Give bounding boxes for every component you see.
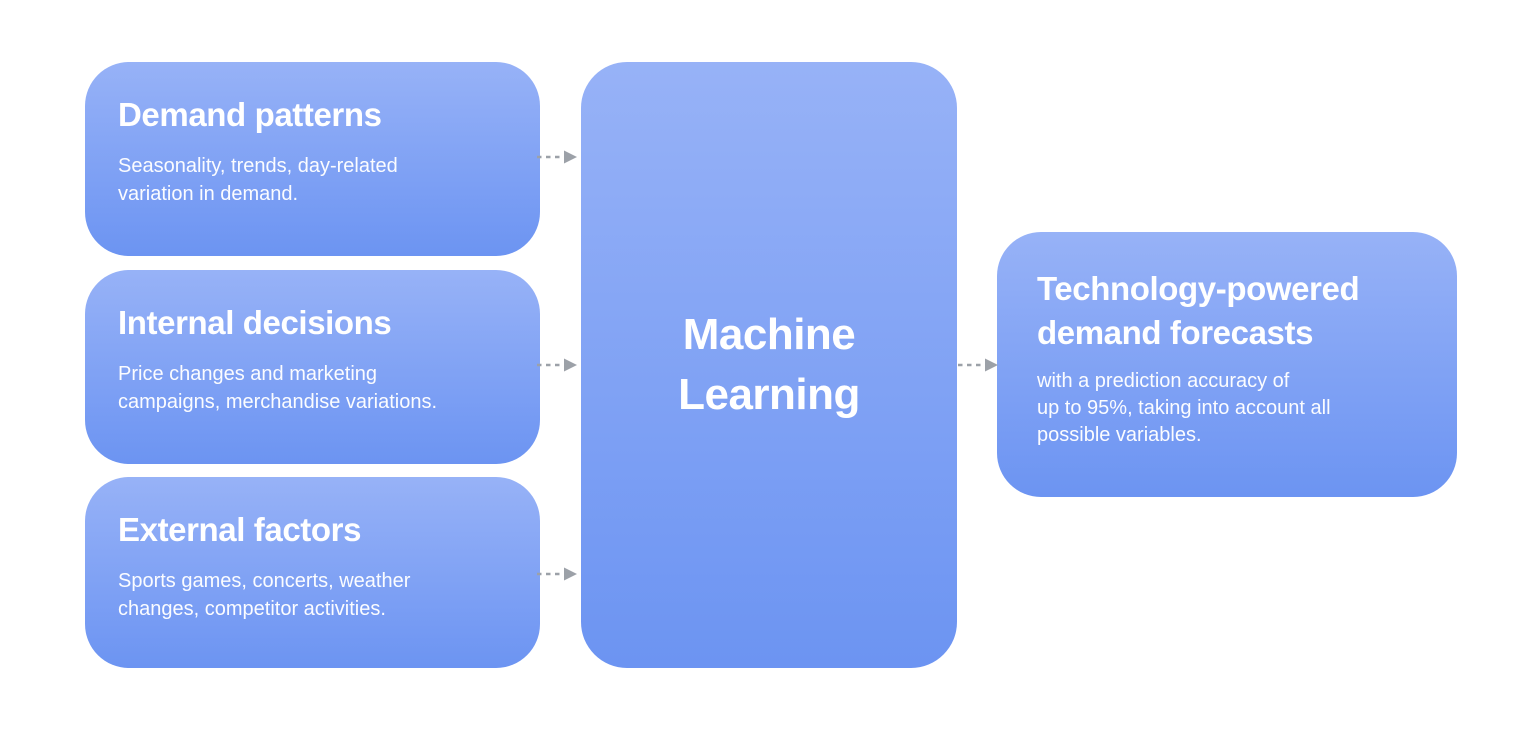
card-demand-patterns: Demand patterns Seasonality, trends, day…	[85, 62, 540, 256]
arrow-demand-to-ml-icon	[537, 150, 577, 164]
card-forecast-output: Technology-powered demand forecasts with…	[997, 232, 1457, 497]
card-external-factors-title: External factors	[118, 511, 362, 548]
arrow-external-to-ml-icon	[537, 567, 577, 581]
card-external-factors-description: Sports games, concerts, weather changes,…	[118, 570, 411, 620]
card-demand-patterns-title: Demand patterns	[118, 96, 382, 133]
card-internal-decisions: Internal decisions Price changes and mar…	[85, 270, 540, 464]
card-demand-patterns-description: Seasonality, trends, day-related variati…	[118, 155, 398, 205]
card-forecast-output-title: Technology-powered demand forecasts	[1037, 270, 1360, 351]
card-internal-decisions-description: Price changes and marketing campaigns, m…	[118, 363, 438, 413]
card-forecast-output-description: with a prediction accuracy of up to 95%,…	[1037, 370, 1331, 446]
arrow-internal-to-ml-icon	[537, 358, 577, 372]
card-machine-learning-title: Machine Learning	[678, 310, 860, 419]
card-external-factors: External factors Sports games, concerts,…	[85, 477, 540, 668]
card-machine-learning: Machine Learning	[581, 62, 957, 668]
arrow-ml-to-forecast-icon	[958, 358, 998, 372]
card-internal-decisions-title: Internal decisions	[118, 304, 392, 341]
